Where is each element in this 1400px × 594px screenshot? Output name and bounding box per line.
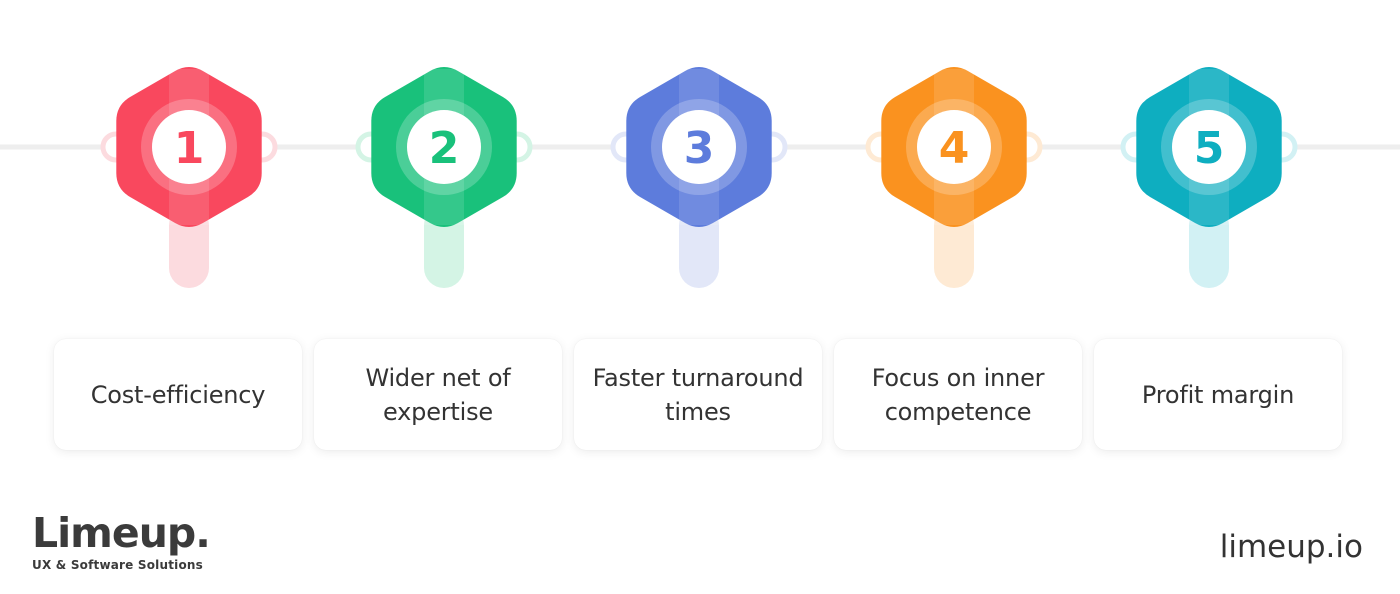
number-circle [917,110,991,184]
step-stem [934,205,974,288]
step-label: Faster turnaround times [592,363,804,426]
step-stem [679,205,719,288]
step-card-4: Focus on inner competence [834,339,1082,450]
step-card-5: Profit margin [1094,339,1342,450]
step-card-2: Wider net of expertise [314,339,562,450]
logo-tagline: UX & Software Solutions [32,558,204,572]
number-circle [407,110,481,184]
limeup-logo: Limeup. UX & Software Solutions [32,509,211,572]
step-stem [1189,205,1229,288]
step-stem [424,205,464,288]
step-stem [169,205,209,288]
step-number: 2 [429,123,460,174]
number-circle [152,110,226,184]
step-label: Cost-efficiency [90,380,266,409]
step-card-1: Cost-efficiency [54,339,302,450]
step-number: 3 [684,123,715,174]
step-label: Profit margin [1141,380,1295,409]
number-circle [1172,110,1246,184]
logo-name: Limeup. [32,509,211,557]
step-label: Focus on inner competence [871,363,1045,426]
timeline-graphic: 1 2 3 4 5 [0,67,1400,288]
step-cards: Cost-efficiency Wider net of expertise F… [54,339,1342,450]
step-number: 4 [939,123,970,174]
step-number: 5 [1194,123,1225,174]
step-card-3: Faster turnaround times [574,339,822,450]
number-circle [662,110,736,184]
step-label: Wider net of expertise [365,363,511,426]
website-url: limeup.io [1219,529,1363,565]
step-number: 1 [174,123,205,174]
